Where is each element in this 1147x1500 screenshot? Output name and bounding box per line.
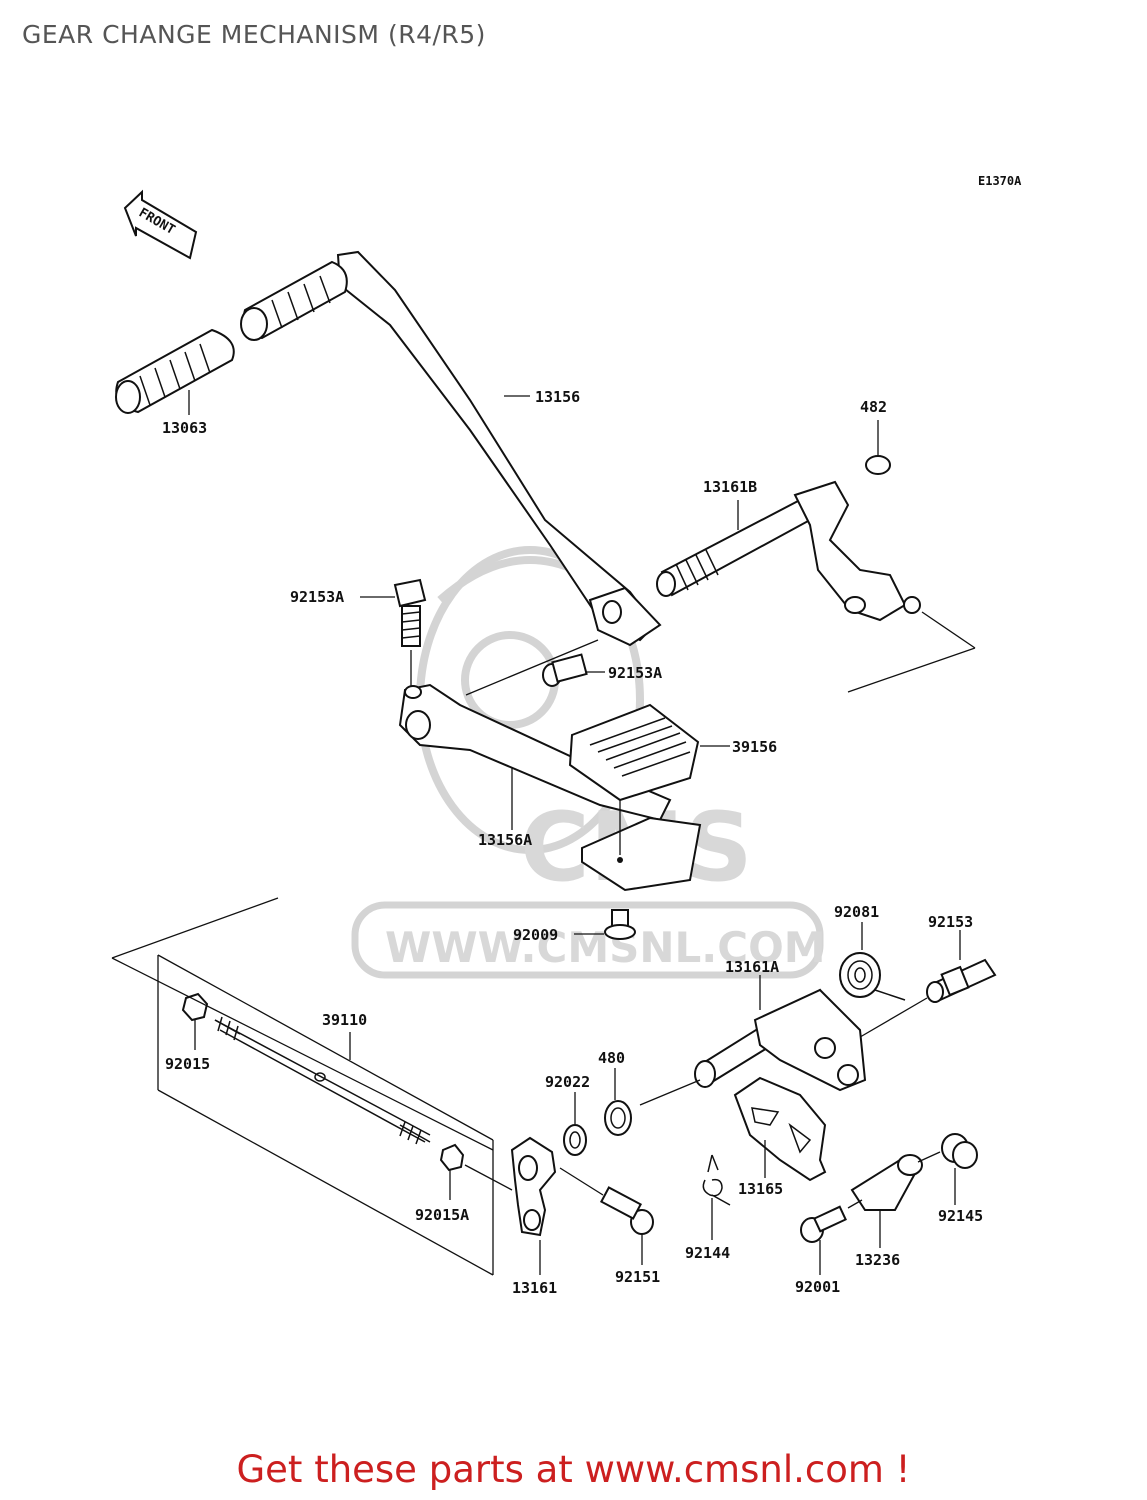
label-92022: 92022: [545, 1073, 590, 1091]
label-13236: 13236: [855, 1251, 900, 1269]
part-13165-plate: [733, 1076, 827, 1182]
part-13161-arm: [510, 1136, 557, 1275]
label-13161B: 13161B: [703, 478, 757, 496]
part-92081-spring: [839, 922, 906, 1001]
label-13161A: 13161A: [725, 958, 779, 976]
label-92153: 92153: [928, 913, 973, 931]
part-92144-spring: [702, 1154, 731, 1240]
label-480: 480: [598, 1049, 625, 1067]
label-13156A: 13156A: [478, 831, 532, 849]
part-92153A-bolt-mid: [465, 639, 605, 696]
label-13165: 13165: [738, 1180, 783, 1198]
label-92145: 92145: [938, 1207, 983, 1225]
part-13161A-shaft: [639, 975, 867, 1106]
part-13161B-shaft: [656, 480, 976, 693]
label-92081: 92081: [834, 903, 879, 921]
label-92015A: 92015A: [415, 1206, 469, 1224]
label-39156: 39156: [732, 738, 777, 756]
part-92145-collar: [917, 1133, 978, 1205]
label-92144: 92144: [685, 1244, 730, 1262]
part-92015-nut: [181, 992, 209, 1050]
part-92153-pin: [854, 930, 997, 1041]
label-13063: 13063: [162, 419, 207, 437]
label-92153A-mid: 92153A: [608, 664, 662, 682]
part-92001-bolt: [800, 1199, 863, 1275]
label-92009: 92009: [513, 926, 558, 944]
part-39110-rod: [214, 1016, 431, 1145]
part-13236-arm: [850, 1154, 923, 1248]
part-39156-pad: [568, 703, 730, 855]
part-482-circlip: [865, 420, 891, 475]
diagram-code: E1370A: [978, 174, 1022, 188]
label-92015: 92015: [165, 1055, 210, 1073]
part-92015A-nut: [439, 1143, 465, 1200]
parts-diagram: CMS WWW.CMSNL.COM E1370A FRONT: [111, 174, 1022, 1297]
part-13156-lever: [240, 250, 662, 647]
part-92009-screw: [574, 909, 636, 940]
promo-link[interactable]: Get these parts at www.cmsnl.com !: [236, 1448, 911, 1491]
part-92022-washer: [563, 1092, 587, 1156]
label-92153A-top: 92153A: [290, 588, 344, 606]
label-92151: 92151: [615, 1268, 660, 1286]
page-title: GEAR CHANGE MECHANISM (R4/R5): [22, 20, 486, 49]
part-480-circlip: [604, 1068, 632, 1136]
label-92001: 92001: [795, 1278, 840, 1296]
part-92153A-bolt-top: [360, 578, 427, 690]
label-13161: 13161: [512, 1279, 557, 1297]
label-39110: 39110: [322, 1011, 367, 1029]
part-13063-rubber: [115, 328, 235, 415]
label-482: 482: [860, 398, 887, 416]
part-92151-bolt: [559, 1167, 654, 1265]
label-13156: 13156: [535, 388, 580, 406]
front-arrow-icon: FRONT: [123, 189, 198, 260]
assembly-bracket-lines: [111, 897, 513, 1276]
